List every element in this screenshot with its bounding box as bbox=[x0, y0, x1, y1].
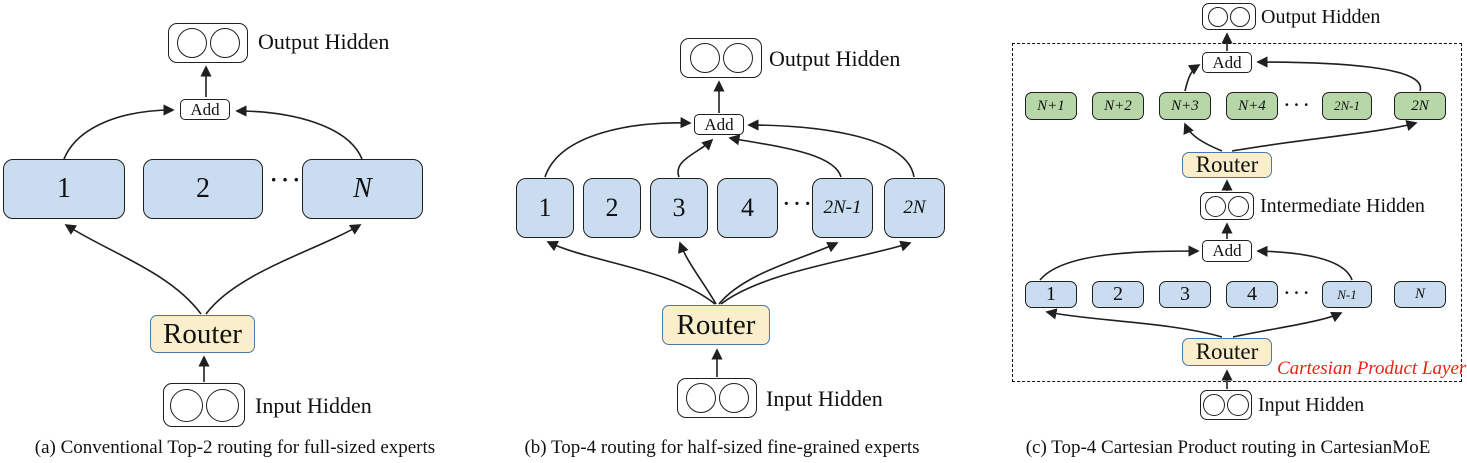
expert-box-a-N: N bbox=[302, 159, 423, 219]
hidden-unit-circle bbox=[169, 388, 203, 422]
arrow-a-router-to-expertN bbox=[205, 224, 362, 315]
expert-box-c-N+1: N+1 bbox=[1025, 92, 1077, 120]
arrow-b-router-to-expert2N1 bbox=[718, 242, 839, 305]
add-box-a: Add bbox=[180, 99, 230, 120]
output-hidden-box-b bbox=[680, 38, 762, 78]
output-hidden-label-a: Output Hidden bbox=[258, 29, 390, 54]
cartesian-product-layer-frame bbox=[1012, 43, 1462, 382]
expert-box-a-2: 2 bbox=[143, 159, 263, 219]
expert-box-b-4: 4 bbox=[717, 178, 778, 238]
expert-box-c-N: N bbox=[1394, 281, 1446, 308]
hidden-unit-circle bbox=[1227, 394, 1249, 416]
expert-box-c-3: 3 bbox=[1159, 281, 1211, 308]
input-hidden-box-c bbox=[1200, 390, 1252, 420]
hidden-unit-circle bbox=[689, 43, 720, 73]
hidden-unit-circle bbox=[176, 28, 207, 58]
hidden-unit-circle bbox=[718, 383, 749, 413]
router-box-b: Router bbox=[662, 305, 770, 345]
expert-box-c-2: 2 bbox=[1092, 281, 1144, 308]
arrow-a-router-to-expert1 bbox=[64, 224, 202, 315]
arrow-b-expert3-to-add bbox=[677, 138, 714, 178]
ellipsis-c-bottom: ··· bbox=[1284, 283, 1314, 302]
hidden-unit-circle bbox=[1208, 6, 1228, 27]
hidden-unit-circle bbox=[1228, 195, 1249, 217]
ellipsis-b: ··· bbox=[783, 193, 816, 215]
expert-box-b-3: 3 bbox=[650, 178, 708, 238]
expert-box-c-N+4: N+4 bbox=[1226, 92, 1278, 120]
expert-box-c-N+2: N+2 bbox=[1092, 92, 1144, 120]
arrow-a-expertN-to-add bbox=[235, 105, 363, 160]
ellipsis-c-top: ··· bbox=[1284, 95, 1314, 114]
intermediate-hidden-label-c: Intermediate Hidden bbox=[1260, 195, 1425, 217]
router-box-a: Router bbox=[150, 315, 255, 353]
arrow-b-expert2N-to-add bbox=[747, 119, 915, 178]
output-hidden-label-c: Output Hidden bbox=[1261, 6, 1381, 28]
output-hidden-box-c bbox=[1202, 3, 1256, 30]
expert-box-c-1: 1 bbox=[1025, 281, 1077, 308]
arrow-b-expert2N1-to-add bbox=[728, 134, 842, 178]
output-hidden-label-b: Output Hidden bbox=[769, 46, 901, 71]
hidden-unit-circle bbox=[722, 43, 753, 73]
hidden-unit-circle bbox=[1230, 6, 1250, 27]
hidden-unit-circle bbox=[1205, 195, 1226, 217]
router-box-c-bottom: Router bbox=[1182, 338, 1272, 366]
expert-box-b-2: 2 bbox=[583, 178, 641, 238]
caption-c: (c) Top-4 Cartesian Product routing in C… bbox=[1025, 437, 1431, 458]
arrow-b-expert1-to-add bbox=[544, 117, 692, 178]
hidden-unit-circle bbox=[205, 388, 239, 422]
expert-box-c-4: 4 bbox=[1226, 281, 1278, 308]
intermediate-hidden-box-c bbox=[1200, 192, 1254, 220]
hidden-unit-circle bbox=[685, 383, 716, 413]
expert-box-c-N+3: N+3 bbox=[1159, 92, 1211, 120]
arrow-b-router-to-expert1 bbox=[546, 241, 716, 305]
expert-box-c-N-1: N-1 bbox=[1322, 281, 1372, 308]
router-box-c-top: Router bbox=[1182, 152, 1272, 178]
arrow-b-router-to-expert2N bbox=[720, 240, 912, 305]
expert-box-b-2N: 2N bbox=[884, 178, 945, 238]
input-hidden-label-a: Input Hidden bbox=[255, 393, 372, 418]
input-hidden-box-b bbox=[677, 378, 757, 418]
input-hidden-label-b: Input Hidden bbox=[766, 386, 883, 411]
arrow-b-router-to-expert3 bbox=[678, 241, 717, 305]
expert-box-a-1: 1 bbox=[3, 159, 125, 219]
add-box-c-top: Add bbox=[1202, 52, 1252, 73]
add-box-c-bottom: Add bbox=[1202, 240, 1252, 262]
hidden-unit-circle bbox=[1203, 394, 1225, 416]
caption-b: (b) Top-4 routing for half-sized fine-gr… bbox=[524, 437, 920, 458]
expert-box-c-2N-1: 2N-1 bbox=[1322, 92, 1372, 120]
hidden-unit-circle bbox=[209, 28, 240, 58]
expert-box-c-2N: 2N bbox=[1394, 92, 1446, 120]
expert-box-b-1: 1 bbox=[516, 178, 574, 238]
arrow-a-expert1-to-add bbox=[63, 104, 175, 160]
input-hidden-label-c: Input Hidden bbox=[1258, 394, 1365, 416]
expert-box-b-2N-1: 2N-1 bbox=[812, 178, 873, 238]
ellipsis-a: ··· bbox=[270, 167, 305, 192]
caption-a: (a) Conventional Top-2 routing for full-… bbox=[34, 437, 436, 458]
output-hidden-box-a bbox=[168, 23, 248, 63]
input-hidden-box-a bbox=[163, 383, 245, 427]
add-box-b: Add bbox=[694, 114, 744, 135]
cartesian-product-layer-label: Cartesian Product Layer bbox=[1277, 358, 1467, 379]
